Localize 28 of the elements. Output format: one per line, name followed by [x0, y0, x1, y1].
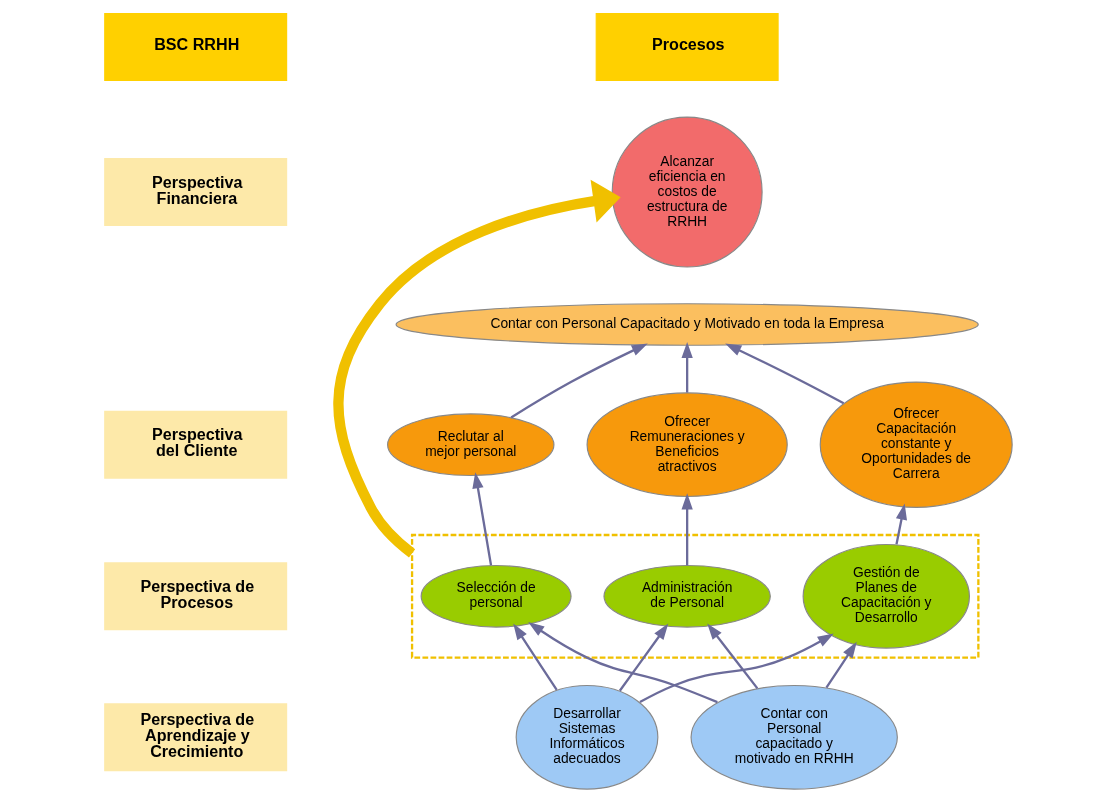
arrow: [639, 632, 834, 703]
node-ellipse: Selección de personal: [420, 564, 572, 628]
arrow: [681, 341, 693, 392]
node-ellipse: Desarrollar Sistemas Informáticos adecuados: [515, 684, 659, 790]
node-ellipse: Reclutar al mejor personal: [387, 412, 555, 476]
node-circle: Alcanzar eficiencia en costos de estructura de RRHH: [611, 116, 763, 268]
arrow: [618, 623, 669, 691]
arrow: [510, 343, 648, 418]
arrow: [513, 623, 558, 691]
label: Perspectiva de Procesos: [140, 576, 255, 611]
label: Perspectiva Financiera: [151, 172, 243, 207]
node-ellipse: Ofrecer Capacitación constante y Oportunidades de Carrera: [819, 381, 1013, 508]
arrow: [528, 621, 718, 703]
arrow: [825, 641, 857, 688]
label: BSC RRHH: [154, 34, 240, 53]
arrow: [707, 623, 759, 689]
label: Procesos: [652, 34, 725, 53]
node-ellipse: Contar con Personal capacitado y motivado en RRHH: [690, 684, 898, 790]
arrow: [725, 343, 845, 404]
arrow: [472, 471, 493, 565]
arrow: [895, 503, 907, 544]
label: Perspectiva de Aprendizaje y Crecimiento: [140, 709, 255, 760]
label: Perspectiva del Cliente: [151, 424, 243, 459]
arrow: [333, 179, 621, 557]
node-ellipse: Ofrecer Remuneraciones y Beneficios atractivos: [586, 391, 788, 497]
node-ellipse: Administración de Personal: [603, 564, 771, 628]
node-ellipse: Contar con Personal Capacitado y Motivado en toda la Empresa: [395, 302, 979, 346]
arrow: [681, 492, 693, 565]
